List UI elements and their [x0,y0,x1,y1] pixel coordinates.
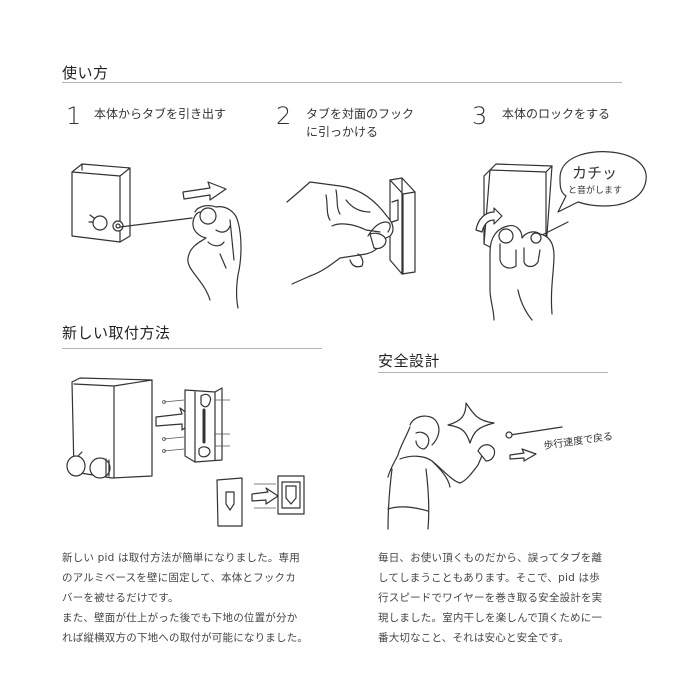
step-label: 本体のロックをする [502,105,610,123]
safety-description: 毎日、お使い頂くものだから、誤ってタブを離 してしまうこともあります。そこで、p… [378,548,648,648]
step3-illustration: カチッ と音がします [475,151,647,321]
retracting-wire [505,426,563,439]
mounting-illustration [66,377,305,527]
hand-icon [489,225,555,321]
dispenser-unit-icon [71,163,131,243]
hand-icon [187,205,242,309]
wall-hook-icon [389,177,416,275]
speech-bubble-sub: と音がします [568,184,622,196]
step-number: 1 [66,102,82,130]
step-label-line: に引っかける [306,125,379,139]
hook-base-icon [254,475,305,515]
usage-section-divider [62,82,622,83]
paragraph-line: のアルミベースを壁に固定して、本体とフックカ [62,572,296,584]
paragraph-line: してしまうこともあります。そこで、pid は歩 [378,572,600,584]
dispenser-unit-icon [483,163,553,249]
step-label: タブを対面のフック に引っかける [306,105,414,141]
paragraph-line: バーを被せるだけです。 [62,592,179,604]
step-number: 3 [472,102,488,130]
paragraph-line: また、壁面が仕上がった後でも下地の位置が分か [62,612,298,624]
paragraph-line: 毎日、お使い頂くものだから、誤ってタブを離 [378,552,603,564]
step-number: 2 [276,102,292,130]
speech-bubble-main: カチッ [572,164,617,182]
aluminum-base-icon [162,387,230,463]
insert-arrow-icon [251,487,279,505]
safety-illustration: 歩行速度で戻る [387,402,614,530]
step-label-line: 本体からタブを引き出す [94,107,227,121]
paragraph-line: 新しい pid は取付方法が簡単になりました。専用 [62,552,300,564]
usage-section-title: 使い方 [62,64,109,82]
mounting-section-title: 新しい取付方法 [62,324,171,342]
pull-arrow-icon [182,181,227,201]
hand-icon [286,181,394,285]
step-label-line: タブを対面のフック [306,107,415,121]
step2-illustration [286,177,416,285]
safety-caption: 歩行速度で戻る [543,429,614,452]
person-icon [387,415,496,530]
wire-line [119,217,193,228]
hook-cover-icon [216,477,243,527]
paragraph-line: 現しました。室内干しを楽しんで頂くために一 [378,612,603,624]
paragraph-line: 行スピードでワイヤーを巻き取る安全設計を実 [378,592,603,604]
paragraph-line: れば縦横双方の下地への取付が可能になりました。 [62,632,309,644]
step1-illustration [71,163,242,309]
step-label: 本体からタブを引き出す [94,105,226,123]
speech-bubble: カチッ と音がします [557,151,647,213]
safety-section-divider [378,372,608,373]
dispenser-unit-icon [66,377,153,479]
step-label-line: 本体のロックをする [502,107,611,121]
paragraph-line: 番大切なこと、それは安心と安全です。 [378,632,570,644]
rotate-arrow-icon [475,207,503,233]
mounting-section-divider [62,348,322,349]
mounting-description: 新しい pid は取付方法が簡単になりました。専用 のアルミベースを壁に固定して… [62,548,342,648]
direction-arrow-icon [509,448,537,462]
sparkle-icon [447,402,495,444]
safety-section-title: 安全設計 [378,352,441,370]
